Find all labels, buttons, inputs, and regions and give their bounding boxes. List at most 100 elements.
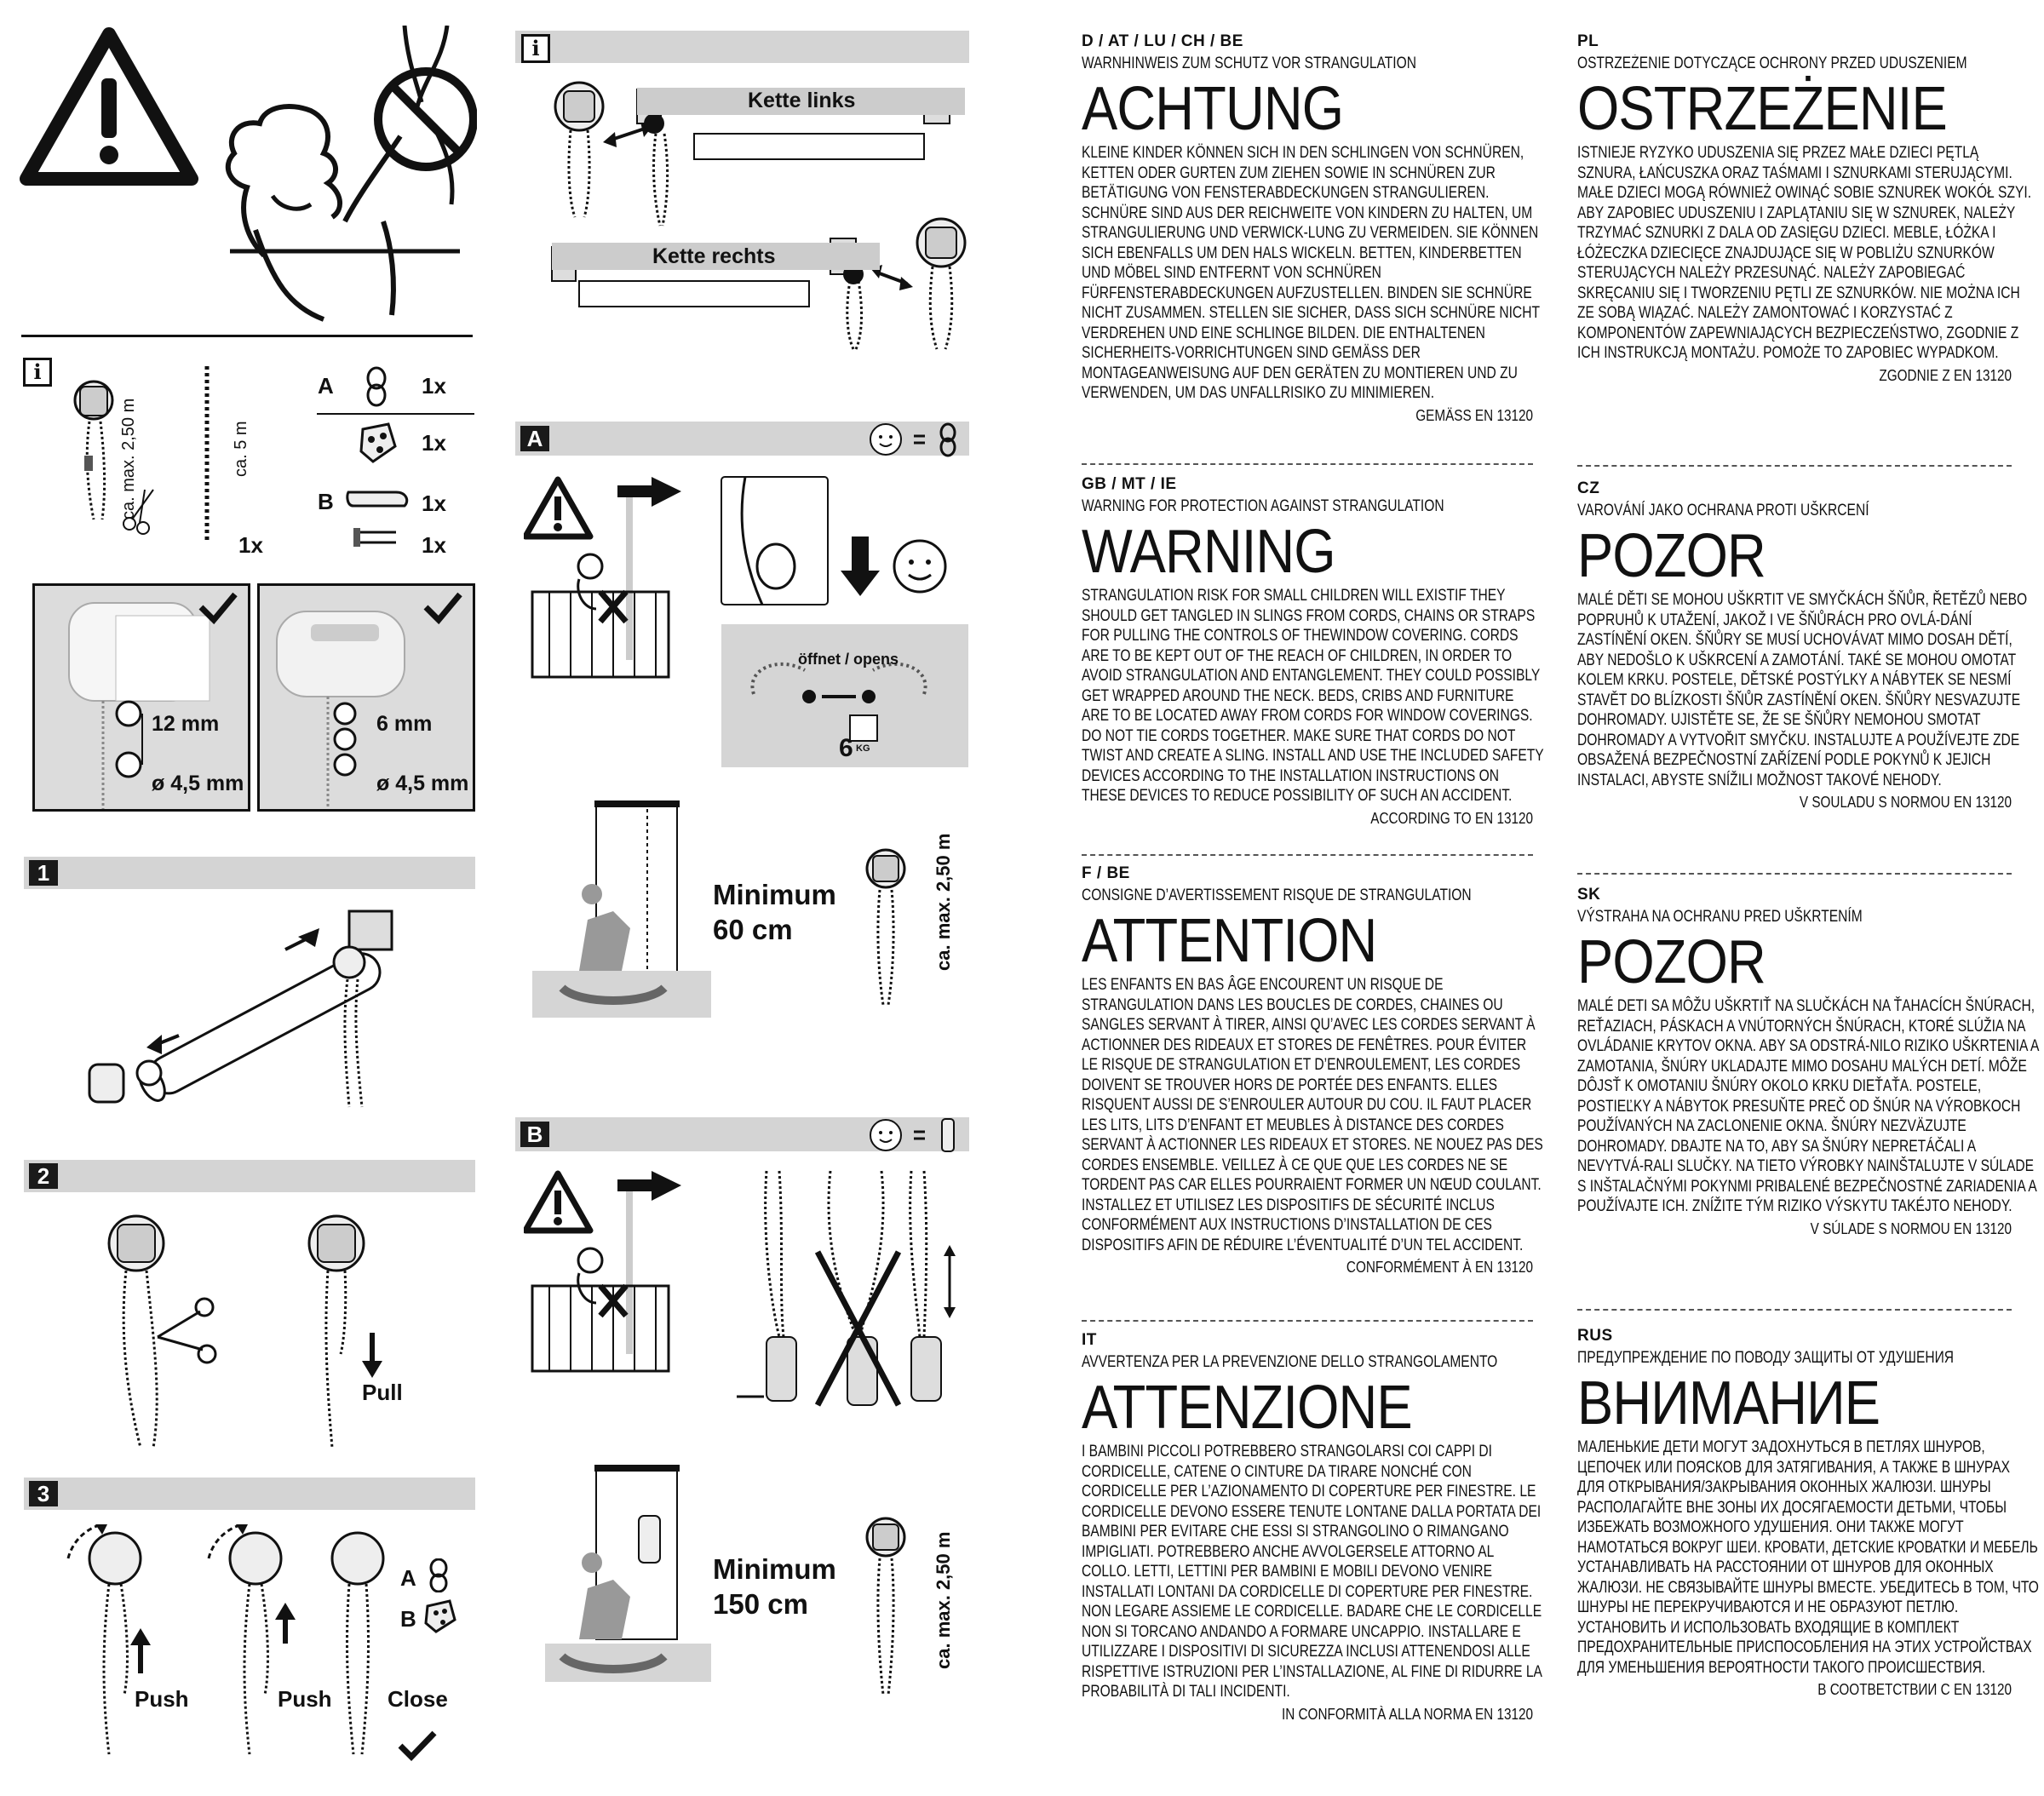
warning-heading: POZOR	[1577, 928, 1766, 996]
item-b-qty: 1x	[422, 491, 446, 516]
norm-reference: В СООТВЕТСТВИИ С EN 13120	[1817, 1681, 2012, 1698]
warning-fr: F / BE CONSIGNE D’AVERTISSEMENT RISQUE D…	[1082, 864, 1659, 1277]
country-code: PL	[1577, 32, 1599, 50]
norm-reference: GEMÄSS EN 13120	[1415, 406, 1533, 424]
warning-de: D / AT / LU / CH / BE WARNHINWEIS ZUM SC…	[1082, 32, 1659, 425]
section-a-safety-illustration	[524, 476, 968, 767]
bead-diameter-label: ø 4,5 mm	[376, 772, 469, 795]
minimum-label: Minimum	[713, 1553, 836, 1585]
warning-body: KLEINE KINDER KÖNNEN SICH IN DEN SCHLING…	[1082, 143, 1540, 402]
step-3-bar	[24, 1478, 475, 1510]
warning-sk: SK VÝSTRAHA NA OCHRANU PRED UŠKRTENÍM PO…	[1577, 886, 2044, 1238]
chain-length-label: ca. max. 2,50 m	[933, 833, 954, 971]
warning-pl: PL OSTRZEŻENIE DOTYCZĄCE OCHRONY PRZED U…	[1577, 32, 2044, 385]
info-icon: i	[23, 358, 52, 387]
separator	[1082, 463, 1533, 465]
rocking-horse-window-b	[545, 1465, 711, 1682]
country-code: F / BE	[1082, 864, 1130, 882]
bead-spacing-label: 12 mm	[152, 712, 220, 736]
norm-reference: ACCORDING TO EN 13120	[1370, 809, 1533, 827]
item-a2-qty: 1x	[422, 430, 446, 456]
chain-connector-icon	[366, 366, 387, 407]
warning-subtitle: ПРЕДУПРЕЖДЕНИЕ ПО ПОВОДУ ЗАЩИТЫ ОТ УДУШЕ…	[1577, 1349, 1955, 1367]
warning-subtitle: WARNING FOR PROTECTION AGAINST STRANGULA…	[1082, 497, 1444, 515]
country-code: D / AT / LU / CH / BE	[1082, 32, 1243, 50]
safety-clip-icon	[359, 422, 397, 463]
bead-chain-icon	[204, 366, 210, 541]
step-2-pull-chain	[307, 1214, 382, 1449]
warning-subtitle: WARNHINWEIS ZUM SCHUTZ VOR STRANGULATION	[1082, 55, 1416, 72]
country-code: RUS	[1577, 1327, 1613, 1345]
connector-b-label: B	[400, 1606, 416, 1632]
chain-total-length: ca. 5 m	[232, 421, 250, 477]
norm-reference: IN CONFORMITÀ ALLA NORMA EN 13120	[1281, 1705, 1533, 1723]
push-label: Push	[278, 1686, 332, 1712]
scissors-icon	[123, 489, 154, 535]
country-code: CZ	[1577, 479, 1600, 497]
screws-icon	[353, 528, 396, 547]
opens-label: öffnet / opens	[798, 651, 899, 668]
step-2-bar	[24, 1160, 475, 1192]
warning-heading: ATTENZIONE	[1082, 1374, 1413, 1442]
warning-cz: CZ VAROVÁNÍ JAKO OCHRANA PROTI UŠKRCENÍ …	[1577, 479, 2044, 812]
section-b-label: B	[520, 1122, 549, 1147]
weight-value: 6	[839, 734, 853, 762]
warning-heading: POZOR	[1577, 522, 1766, 590]
warning-body: ISTNIEJE RYZYKO UDUSZENIA SIĘ PRZEZ MAŁE…	[1577, 143, 2032, 362]
warning-subtitle: CONSIGNE D’AVERTISSEMENT RISQUE DE STRAN…	[1082, 887, 1472, 904]
warning-body: LES ENFANTS EN BAS ÂGE ENCOURENT UN RISQ…	[1082, 975, 1543, 1254]
warning-subtitle: AVVERTENZA PER LA PREVENZIONE DELLO STRA…	[1082, 1353, 1498, 1371]
controller-photo	[260, 586, 473, 809]
item-b2-qty: 1x	[422, 532, 446, 558]
chain-controller-icon	[73, 380, 114, 520]
section-b-safety-illustration	[524, 1170, 956, 1407]
info-bar	[515, 31, 969, 63]
rocking-horse-window-a	[532, 800, 711, 1018]
connector-b-icon	[424, 1599, 456, 1633]
warning-body: MALÉ DĚTI SE MOHOU UŠKRTIT VE SMYČKÁCH Š…	[1577, 590, 2028, 789]
warning-subtitle: VÝSTRAHA NA OCHRANU PRED UŠKRTENÍM	[1577, 908, 1863, 926]
divider	[317, 413, 474, 415]
separator	[1577, 873, 2012, 875]
country-code: GB / MT / IE	[1082, 475, 1177, 493]
warning-it: IT AVVERTENZA PER LA PREVENZIONE DELLO S…	[1082, 1331, 1659, 1724]
kette-rechts-label: Kette rechts	[652, 244, 776, 268]
warning-subtitle: OSTRZEŻENIE DOTYCZĄCE OCHRONY PRZED UDUS…	[1577, 55, 1967, 72]
child-equals-connector-icon	[870, 422, 956, 457]
warning-body: MALÉ DETI SA MÔŽU UŠKRTIŤ NA SLUČKÁCH NA…	[1577, 996, 2039, 1215]
separator	[1082, 1320, 1533, 1322]
strangulation-warning-illustration	[20, 26, 477, 322]
warning-subtitle: VAROVÁNÍ JAKO OCHRANA PROTI UŠKRCENÍ	[1577, 502, 1869, 519]
connector-a-icon	[429, 1558, 448, 1592]
connector-a-label: A	[400, 1565, 416, 1591]
warning-ru: RUS ПРЕДУПРЕЖДЕНИЕ ПО ПОВОДУ ЗАЩИТЫ ОТ У…	[1577, 1327, 2044, 1699]
chain-controller-icon	[865, 1517, 906, 1696]
separator	[1577, 465, 2012, 467]
chain-controller-icon	[865, 848, 906, 1006]
item-b-label: B	[318, 489, 334, 514]
warning-heading: ВНИМАНИЕ	[1577, 1369, 1880, 1437]
divider	[21, 335, 473, 337]
norm-reference: CONFORMÉMENT À EN 13120	[1346, 1259, 1533, 1276]
section-a-label: A	[520, 426, 549, 451]
pull-label: Pull	[362, 1380, 403, 1405]
norm-reference: ZGODNIE Z EN 13120	[1879, 366, 2012, 384]
norm-reference: V SÚLADE S NORMOU EN 13120	[1810, 1219, 2012, 1237]
kette-rechts-bar	[552, 243, 880, 270]
bead-diameter-label: ø 4,5 mm	[152, 772, 244, 795]
warning-heading: WARNING	[1082, 518, 1336, 586]
chain-qty: 1x	[238, 532, 263, 558]
push-label: Push	[135, 1686, 189, 1712]
weight-unit: KG	[856, 743, 870, 754]
separator	[1082, 854, 1533, 856]
checkmark-icon	[398, 1730, 437, 1761]
minimum-distance: 150 cm	[713, 1588, 808, 1620]
child-equals-tensioner-icon	[870, 1118, 955, 1152]
norm-reference: V SOULADU S NORMOU EN 13120	[1799, 794, 2012, 811]
country-code: SK	[1577, 886, 1601, 904]
step-2-number: 2	[29, 1163, 58, 1189]
close-label: Close	[388, 1686, 448, 1712]
step-1-assembly-illustration	[88, 909, 393, 1108]
warning-body: МАЛЕНЬКИЕ ДЕТИ МОГУТ ЗАДОХНУТЬСЯ В ПЕТЛЯ…	[1577, 1437, 2039, 1677]
warning-body: STRANGULATION RISK FOR SMALL CHILDREN WI…	[1082, 586, 1544, 805]
